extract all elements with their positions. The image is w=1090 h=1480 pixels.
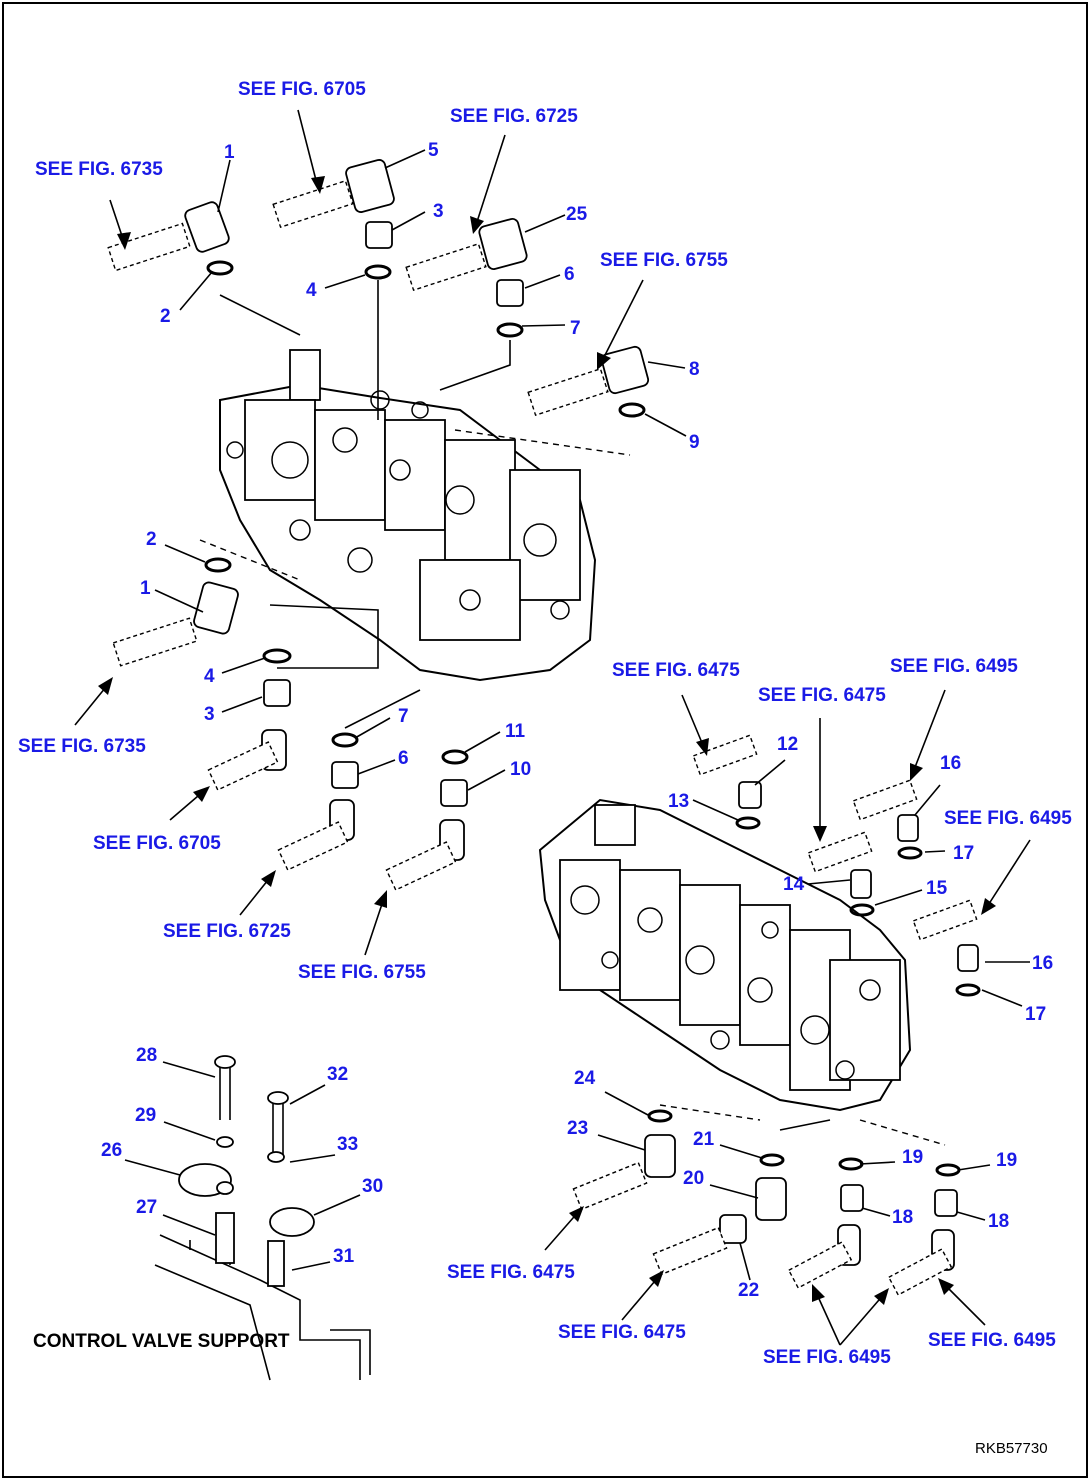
callout: 7 [570,318,581,339]
callout: 5 [428,140,439,161]
callout: 18 [892,1207,913,1228]
callout: 20 [683,1168,704,1189]
callout: 9 [689,432,700,453]
callout: 31 [333,1246,355,1267]
ref-label: SEE FIG. 6735 [35,159,163,180]
callout: 32 [327,1064,348,1085]
ref-label: SEE FIG. 6495 [944,808,1072,829]
callout: 29 [135,1105,156,1126]
ref-label: SEE FIG. 6705 [93,833,221,854]
callout: 7 [398,706,409,727]
callout: 26 [101,1140,122,1161]
support-bracket [154,1055,371,1381]
callout: 1 [224,142,235,163]
callout: 21 [693,1129,715,1150]
fittings-right [572,734,981,1296]
callout: 17 [953,843,974,864]
ref-label: SEE FIG. 6495 [928,1330,1056,1351]
control-valve-lower [538,798,912,1112]
callout: 22 [738,1280,759,1301]
ref-label: SEE FIG. 6495 [763,1347,891,1368]
callout: 6 [398,748,409,769]
control-valve-upper [219,349,597,682]
ref-label: SEE FIG. 6755 [600,250,728,271]
callout: 17 [1025,1004,1046,1025]
callout: 33 [337,1134,358,1155]
callout: 4 [306,280,317,301]
ref-label: SEE FIG. 6725 [450,106,578,127]
callout: 16 [940,753,961,774]
part-callouts: 1 2 5 3 4 25 6 7 8 9 2 1 4 3 7 6 11 10 1… [101,140,1053,1301]
callout: 11 [505,721,526,742]
callout: 2 [160,306,171,327]
ref-label: SEE FIG. 6475 [558,1322,686,1343]
callout: 28 [136,1045,157,1066]
ref-label: SEE FIG. 6475 [447,1262,575,1283]
fittings-top [107,159,650,891]
callout: 3 [204,704,215,725]
ref-label: SEE FIG. 6705 [238,79,366,100]
support-caption: CONTROL VALVE SUPPORT [33,1331,290,1352]
callout: 10 [510,759,531,780]
callout: 14 [783,874,805,895]
callout: 25 [566,204,588,225]
callout: 23 [567,1118,588,1139]
callout: 27 [136,1197,157,1218]
callout: 13 [668,791,689,812]
callout: 18 [988,1211,1009,1232]
ref-label: SEE FIG. 6495 [890,656,1018,677]
leader-lines [74,109,1031,1346]
callout: 1 [140,578,151,599]
ref-label: SEE FIG. 6725 [163,921,291,942]
ref-label: SEE FIG. 6475 [612,660,740,681]
alignment-lines [199,294,946,1146]
callout: 19 [902,1147,923,1168]
ref-label: SEE FIG. 6755 [298,962,426,983]
ref-label: SEE FIG. 6475 [758,685,886,706]
callout: 16 [1032,953,1053,974]
callout: 12 [777,734,798,755]
callout: 8 [689,359,700,380]
callout: 19 [996,1150,1017,1171]
callout: 3 [433,201,444,222]
callout: 6 [564,264,575,285]
callout: 2 [146,529,157,550]
callout: 4 [204,666,215,687]
figure-references: SEE FIG. 6735 SEE FIG. 6705 SEE FIG. 672… [18,79,1072,1368]
callout: 24 [574,1068,596,1089]
callout: 30 [362,1176,383,1197]
drawing-code: RKB57730 [975,1440,1048,1457]
ref-label: SEE FIG. 6735 [18,736,146,757]
callout: 15 [926,878,948,899]
